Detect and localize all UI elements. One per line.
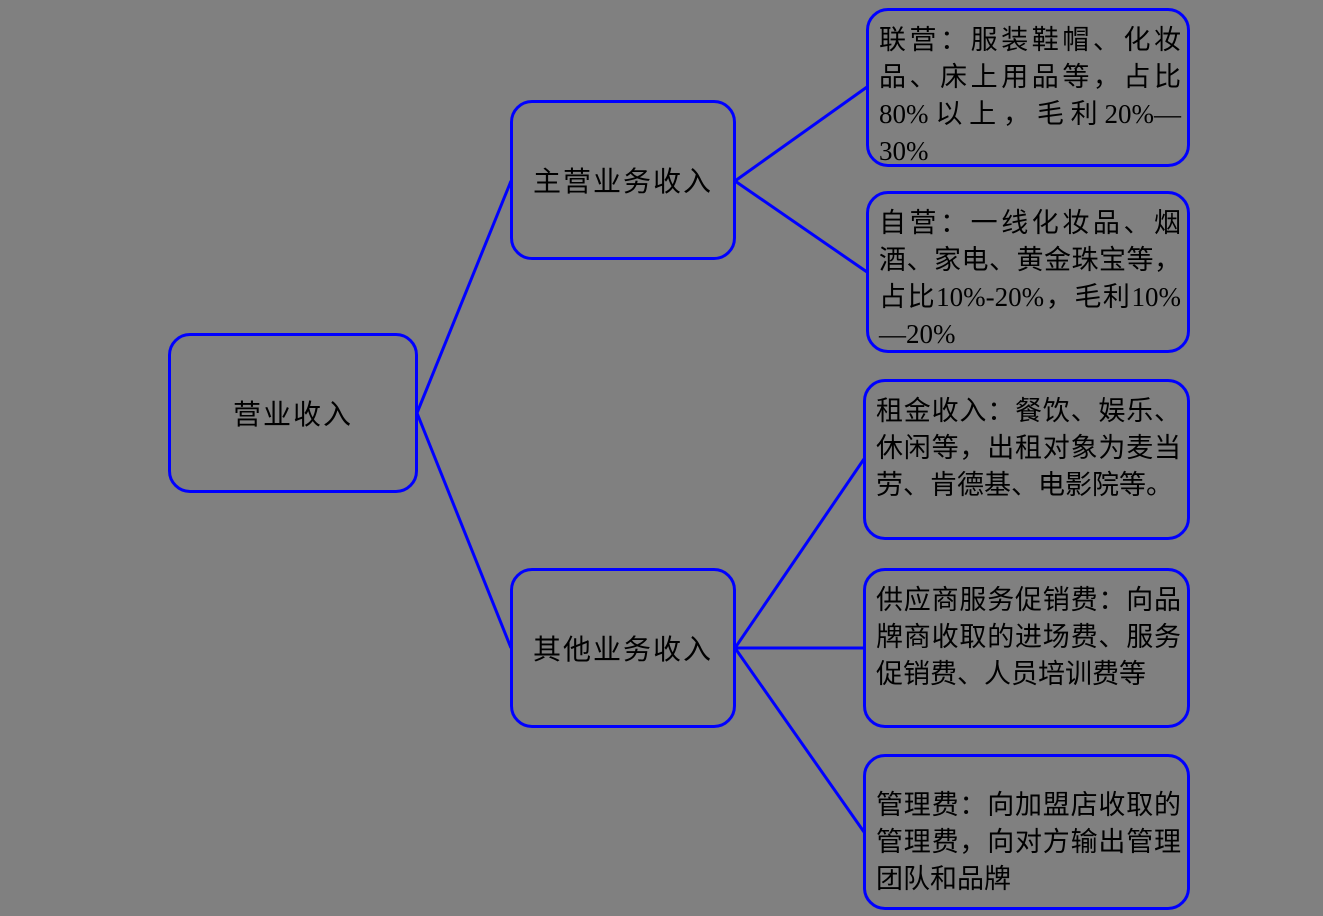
leaf-supplier-service-promotion-fee: 供应商服务促销费：向品牌商收取的进场费、服务促销费、人员培训费等	[863, 568, 1190, 728]
leaf-self-operation: 自营：一线化妆品、烟酒、家电、黄金珠宝等，占比10%-20%，毛利10%—20%	[866, 191, 1190, 353]
node-operating-revenue-label: 营业收入	[232, 400, 353, 431]
node-other-business-revenue-label: 其他业务收入	[532, 635, 713, 666]
leaf-rent-income: 租金收入：餐饮、娱乐、休闲等，出租对象为麦当劳、肯德基、电影院等。	[863, 379, 1190, 540]
connector-main-to-joint-operation	[734, 85, 868, 183]
connector-main-to-self-operation	[734, 179, 868, 274]
node-other-business-revenue: 其他业务收入	[510, 568, 736, 728]
connector-root-to-main	[415, 180, 513, 414]
connector-root-to-other	[415, 412, 513, 649]
node-operating-revenue: 营业收入	[168, 333, 418, 493]
connector-other-to-management-fee	[733, 647, 866, 833]
leaf-joint-operation: 联营：服装鞋帽、化妆品、床上用品等，占比80%以上，毛利20%—30%	[866, 8, 1190, 167]
leaf-management-fee: 管理费：向加盟店收取的管理费，向对方输出管理团队和品牌	[863, 754, 1190, 910]
node-main-business-revenue: 主营业务收入	[510, 100, 736, 260]
node-main-business-revenue-label: 主营业务收入	[532, 167, 713, 198]
connector-other-to-rent	[733, 458, 866, 649]
